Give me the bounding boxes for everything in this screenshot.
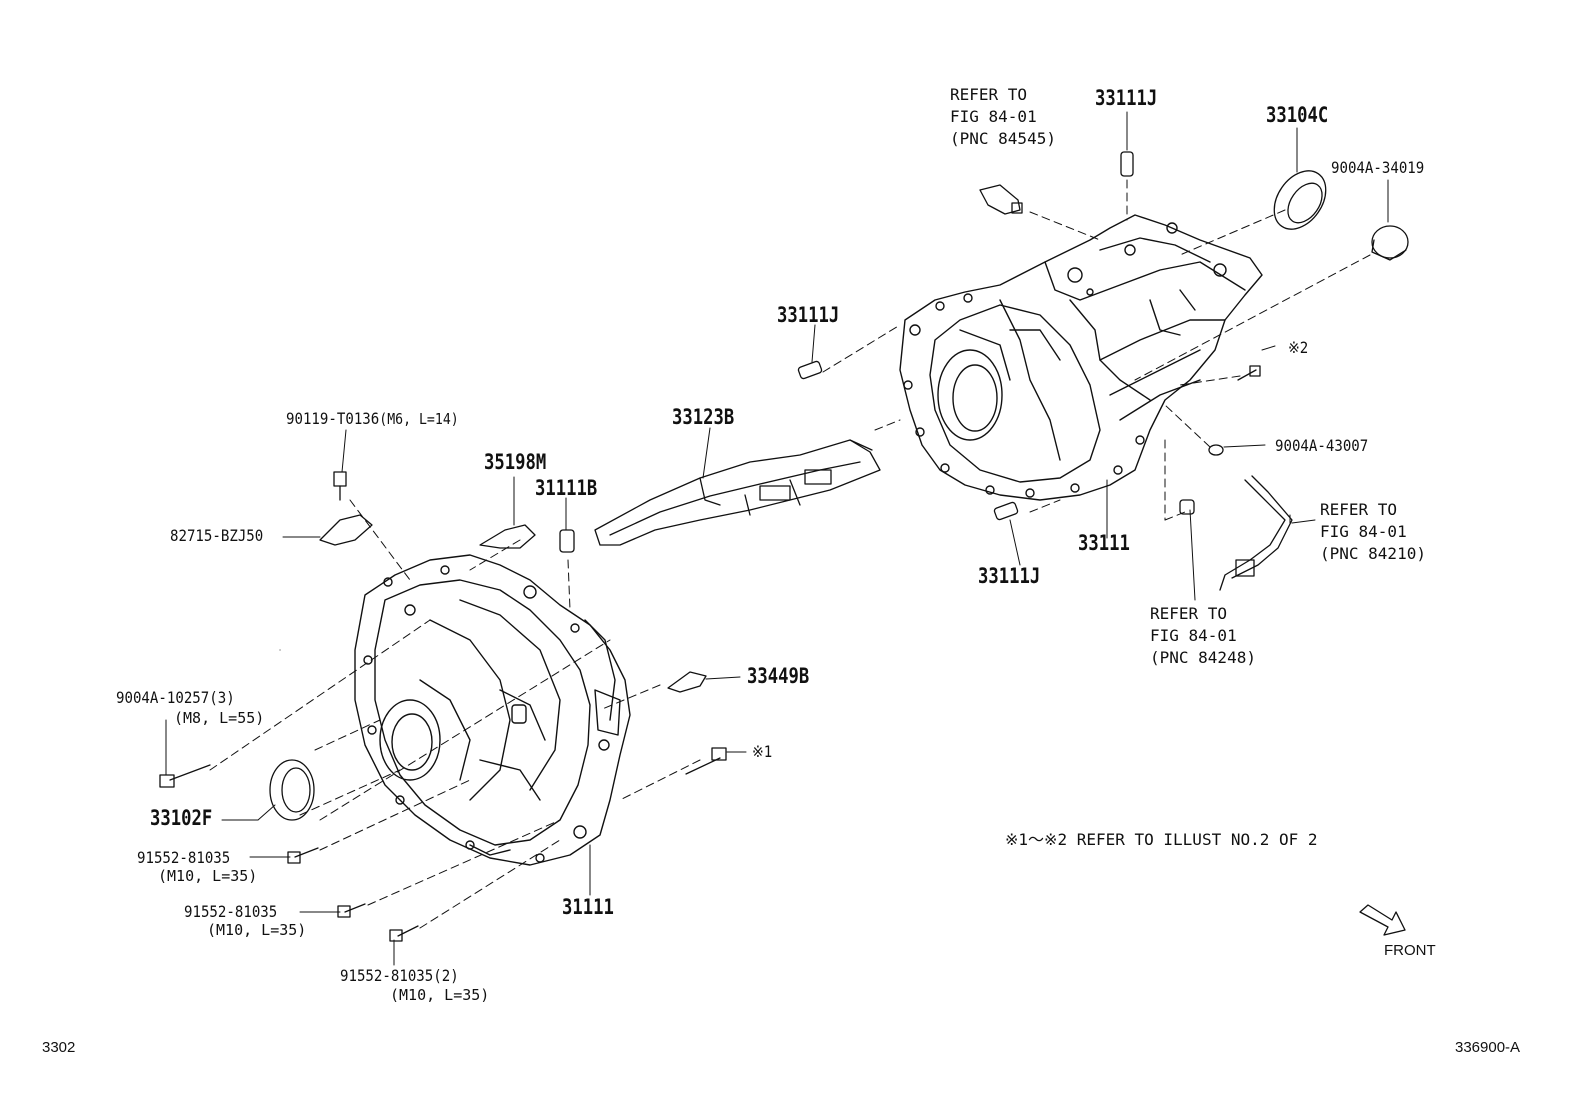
reference-84545: REFER TO FIG 84-01 (PNC 84545) <box>950 85 1056 148</box>
label-pointers <box>165 111 1389 966</box>
front-arrow-icon <box>1359 904 1406 936</box>
small-parts <box>159 151 1409 942</box>
label-mark-1: ※1 <box>752 742 773 761</box>
label-35198m: 35198M <box>484 450 547 474</box>
label-33111j-mid: 33111J <box>777 303 840 327</box>
label-90119-t0136: 90119-T0136(M6, L=14) <box>286 409 459 428</box>
label-33111j-bottom: 33111J <box>978 564 1041 588</box>
footer-right-code: 336900-A <box>1455 1039 1521 1056</box>
label-91552-81035-b-spec: (M10, L=35) <box>207 921 307 939</box>
label-mark-2: ※2 <box>1288 338 1309 357</box>
shift-bracket-33123b <box>594 439 881 546</box>
label-33104c: 33104C <box>1266 103 1329 127</box>
dashed-leaders <box>209 179 1371 929</box>
label-33123b: 33123B <box>672 405 735 429</box>
label-82715-bzj50: 82715-BZJ50 <box>170 526 264 545</box>
label-31111b: 31111B <box>535 476 598 500</box>
label-33102f: 33102F <box>150 806 213 830</box>
label-31111: 31111 <box>562 895 614 919</box>
label-33111: 33111 <box>1078 531 1130 555</box>
clutch-housing-31111 <box>354 554 631 866</box>
reference-84210: REFER TO FIG 84-01 (PNC 84210) <box>1320 500 1426 563</box>
label-33449b: 33449B <box>747 664 810 688</box>
label-9004a-10257: 9004A-10257(3) <box>116 688 235 707</box>
footer-left-code: 3302 <box>42 1039 76 1056</box>
label-91552-81035-a: 91552-81035 <box>137 848 231 867</box>
front-label: FRONT <box>1384 942 1436 959</box>
label-91552-81035-c: 91552-81035(2) <box>340 966 459 985</box>
extension-housing-33111 <box>899 214 1263 501</box>
label-9004a-34019: 9004A-34019 <box>1331 158 1425 177</box>
label-91552-81035-a-spec: (M10, L=35) <box>158 867 258 885</box>
label-91552-81035-c-spec: (M10, L=35) <box>390 986 490 1004</box>
illustration-note: ※1～※2 REFER TO ILLUST NO.2 OF 2 <box>1005 830 1318 849</box>
label-33111j-top: 33111J <box>1095 86 1158 110</box>
label-9004a-10257-spec: (M8, L=55) <box>174 709 265 727</box>
label-91552-81035-b: 91552-81035 <box>184 902 278 921</box>
reference-84248: REFER TO FIG 84-01 (PNC 84248) <box>1150 604 1256 667</box>
label-9004a-43007: 9004A-43007 <box>1275 436 1369 455</box>
